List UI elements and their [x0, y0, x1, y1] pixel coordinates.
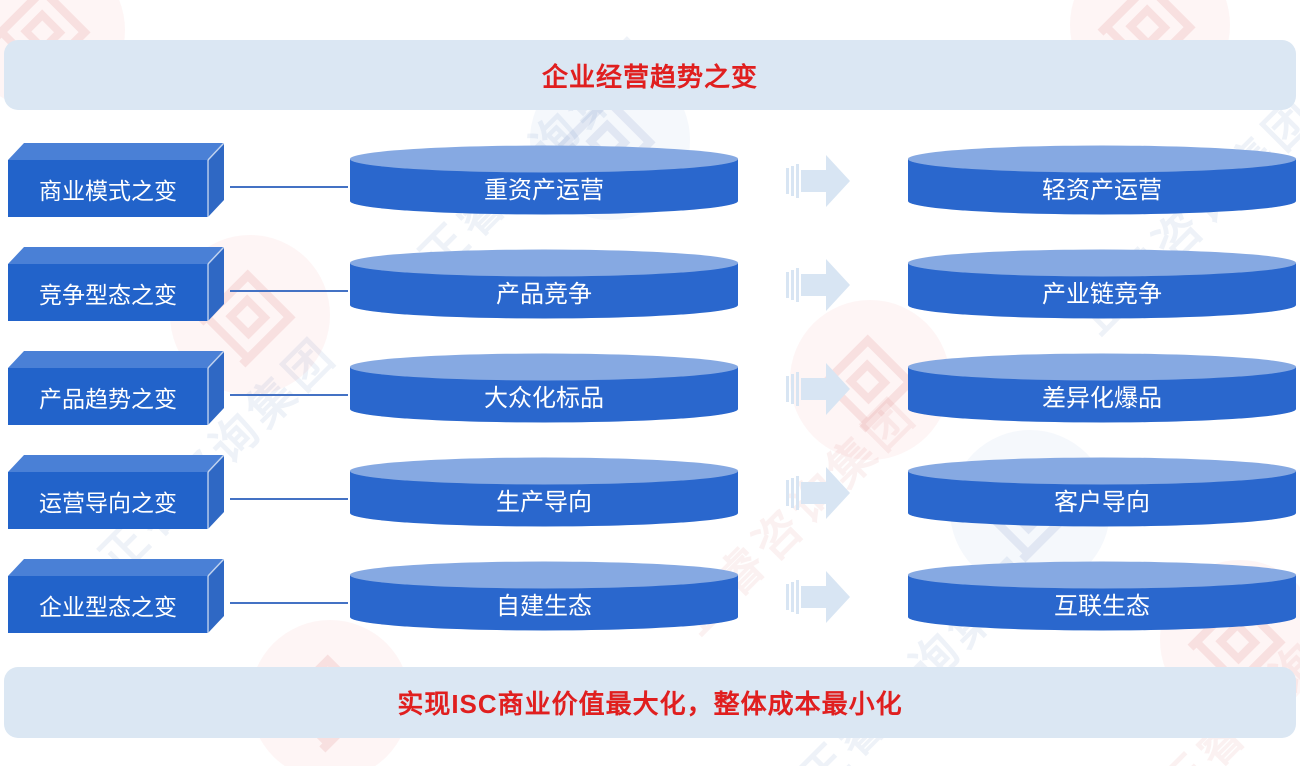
right-arrow-icon: [786, 465, 852, 521]
right-arrow-icon: [786, 257, 852, 313]
trend-row: 产品趋势之变 大众化标品: [0, 347, 1300, 433]
connector-line: [230, 290, 348, 292]
header-banner: 企业经营趋势之变: [4, 40, 1296, 110]
to-label: 产业链竞争: [1042, 281, 1162, 308]
cylinder-shape: [908, 353, 1296, 423]
to-cylinder: 轻资产运营: [908, 145, 1296, 215]
cylinder-shape: [350, 457, 738, 527]
category-box: 产品趋势之变: [8, 347, 226, 425]
to-cylinder: 互联生态: [908, 561, 1296, 631]
arrow-shape: [786, 363, 850, 415]
category-box: 竞争型态之变: [8, 243, 226, 321]
from-cylinder: 自建生态: [350, 561, 738, 631]
from-label: 产品竞争: [496, 281, 592, 308]
connector-line: [230, 186, 348, 188]
from-label: 重资产运营: [484, 177, 604, 204]
from-cylinder: 大众化标品: [350, 353, 738, 423]
trend-row: 商业模式之变 重资产运营: [0, 139, 1300, 225]
cylinder-shape: [908, 145, 1296, 215]
page-title: 企业经营趋势之变: [541, 61, 758, 92]
arrow-shape: [786, 571, 850, 623]
trend-row: 运营导向之变 生产导向: [0, 451, 1300, 537]
to-label: 差异化爆品: [1042, 385, 1162, 412]
3d-box-shape: [8, 246, 225, 321]
from-cylinder: 生产导向: [350, 457, 738, 527]
3d-box-shape: [8, 558, 225, 633]
3d-box-shape: [8, 142, 225, 217]
right-arrow-icon: [786, 569, 852, 625]
arrow-shape: [786, 155, 850, 207]
category-label: 运营导向之变: [39, 490, 177, 516]
to-label: 互联生态: [1054, 593, 1150, 620]
cylinder-shape: [350, 145, 738, 215]
cylinder-shape: [350, 249, 738, 319]
from-label: 大众化标品: [484, 385, 604, 412]
from-cylinder: 重资产运营: [350, 145, 738, 215]
right-arrow-icon: [786, 361, 852, 417]
to-label: 轻资产运营: [1042, 177, 1162, 204]
category-label: 商业模式之变: [39, 178, 177, 204]
category-label: 竞争型态之变: [39, 282, 177, 308]
footer-conclusion: 实现ISC商业价值最大化，整体成本最小化: [397, 689, 903, 719]
cylinder-shape: [350, 353, 738, 423]
category-label: 企业型态之变: [39, 594, 177, 620]
to-cylinder: 客户导向: [908, 457, 1296, 527]
3d-box-shape: [8, 350, 225, 425]
trend-row: 竞争型态之变 产品竞争: [0, 243, 1300, 329]
right-arrow-icon: [786, 153, 852, 209]
cylinder-shape: [908, 561, 1296, 631]
cylinder-shape: [350, 561, 738, 631]
category-box: 商业模式之变: [8, 139, 226, 217]
3d-box-shape: [8, 454, 225, 529]
category-box: 运营导向之变: [8, 451, 226, 529]
footer-banner: 实现ISC商业价值最大化，整体成本最小化: [4, 667, 1296, 738]
connector-line: [230, 498, 348, 500]
category-box: 企业型态之变: [8, 555, 226, 633]
cylinder-shape: [908, 457, 1296, 527]
connector-line: [230, 394, 348, 396]
from-cylinder: 产品竞争: [350, 249, 738, 319]
cylinder-shape: [908, 249, 1296, 319]
connector-line: [230, 602, 348, 604]
to-label: 客户导向: [1054, 489, 1150, 516]
arrow-shape: [786, 467, 850, 519]
arrow-shape: [786, 259, 850, 311]
to-cylinder: 产业链竞争: [908, 249, 1296, 319]
trend-row: 企业型态之变 自建生态: [0, 555, 1300, 641]
category-label: 产品趋势之变: [39, 386, 177, 412]
from-label: 生产导向: [496, 489, 592, 516]
from-label: 自建生态: [496, 593, 592, 620]
to-cylinder: 差异化爆品: [908, 353, 1296, 423]
